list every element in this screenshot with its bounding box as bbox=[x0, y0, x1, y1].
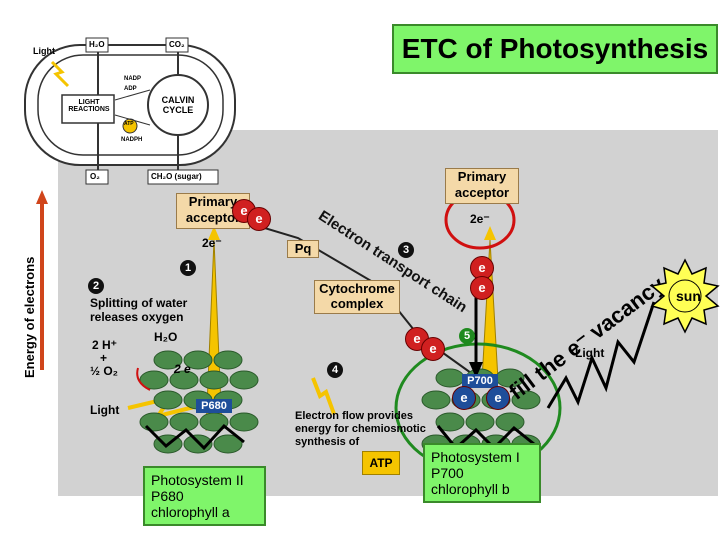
p700-electron-1: e bbox=[452, 386, 476, 410]
overview-sugar-label: CH₂O (sugar) bbox=[151, 172, 202, 181]
pq-box: Pq bbox=[287, 240, 319, 258]
overview-atp-label: ATP bbox=[124, 121, 134, 127]
step-1-badge: 1 bbox=[180, 260, 196, 276]
energy-axis-label: Energy of electrons bbox=[22, 256, 37, 378]
overview-o2-label: O₂ bbox=[90, 172, 100, 181]
atp-burst: ATP bbox=[362, 451, 400, 475]
water-electrons-label: 2 e bbox=[174, 362, 191, 376]
sun-label: sun bbox=[676, 288, 701, 304]
overview-co2-label: CO₂ bbox=[169, 40, 185, 49]
water-splitting-text: Splitting of water releases oxygen bbox=[90, 296, 188, 324]
step-2-badge: 2 bbox=[88, 278, 104, 294]
cytochrome-complex: Cytochrome complex bbox=[314, 280, 400, 314]
overview-adp-label: ADP bbox=[124, 86, 137, 92]
p700-electron-2: e bbox=[486, 386, 510, 410]
etc-diagram-shapes bbox=[127, 190, 656, 474]
h2o-label: H₂O bbox=[154, 330, 178, 344]
etc-electron-2: e bbox=[421, 337, 445, 361]
overview-calvin-cycle: CALVIN CYCLE bbox=[161, 95, 195, 115]
ps2-light-label: Light bbox=[90, 403, 120, 417]
step-3-badge: 3 bbox=[398, 242, 414, 258]
plus-label: + bbox=[100, 351, 108, 365]
chloroplast-overview bbox=[24, 37, 236, 185]
page-title: ETC of Photosynthesis bbox=[392, 24, 718, 74]
ps2-two-electrons: 2e⁻ bbox=[202, 236, 222, 250]
ps1-two-electrons: 2e⁻ bbox=[470, 212, 490, 226]
photosystem1-label: Photosystem I P700 chlorophyll b bbox=[423, 443, 541, 503]
energy-axis-arrow bbox=[36, 190, 48, 370]
step-5-badge: 5 bbox=[459, 328, 475, 344]
sun-icon bbox=[650, 258, 720, 334]
oxygen-label: ½ O₂ bbox=[90, 364, 119, 378]
ps1-electron-2: e bbox=[470, 276, 494, 300]
overview-nadp-label: NADP bbox=[124, 76, 142, 82]
overview-h2o-label: H₂O bbox=[89, 40, 105, 49]
overview-light-reactions: LIGHT REACTIONS bbox=[68, 99, 110, 113]
overview-light-label: Light bbox=[33, 46, 55, 56]
hydrogen-label: 2 H⁺ bbox=[92, 338, 118, 352]
ps2-electron-2: e bbox=[247, 207, 271, 231]
electron-flow-text: Electron flow provides energy for chemio… bbox=[295, 410, 426, 448]
ps1-electron-1: e bbox=[470, 256, 494, 280]
overview-nadph-label: NADPH bbox=[121, 137, 143, 143]
p700-badge: P700 bbox=[462, 374, 498, 388]
p680-badge: P680 bbox=[196, 399, 232, 413]
ps1-light-label: Light bbox=[575, 346, 605, 360]
ps1-primary-acceptor: Primary acceptor bbox=[445, 168, 519, 204]
step-4-badge: 4 bbox=[327, 362, 343, 378]
photosystem2-label: Photosystem II P680 chlorophyll a bbox=[143, 466, 266, 526]
